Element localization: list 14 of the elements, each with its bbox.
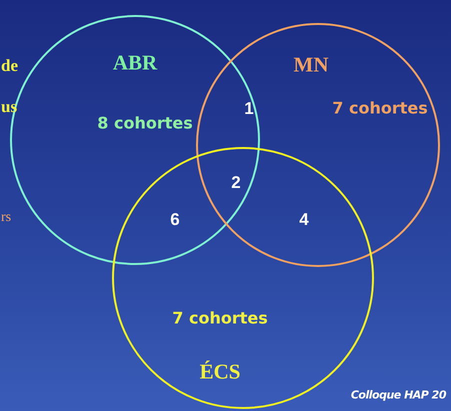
circle-title: ÉCS: [200, 360, 240, 384]
intersection-count: 2: [231, 173, 241, 193]
footer-text: Colloque HAP 20: [350, 388, 446, 402]
count-text: 7 cohortes: [332, 98, 428, 118]
count-text: 7 cohortes: [172, 308, 268, 328]
intersection-count: 6: [170, 210, 180, 230]
cropped-text: de: [1, 56, 18, 76]
intersection-count: 4: [299, 210, 309, 230]
intersection-count: 1: [244, 99, 254, 119]
circle-title: MN: [294, 52, 328, 78]
count-text: 8 cohortes: [97, 114, 193, 132]
circle-title: ABR: [112, 50, 158, 76]
venn-circle: [196, 23, 440, 267]
cropped-text: rs: [1, 210, 12, 226]
